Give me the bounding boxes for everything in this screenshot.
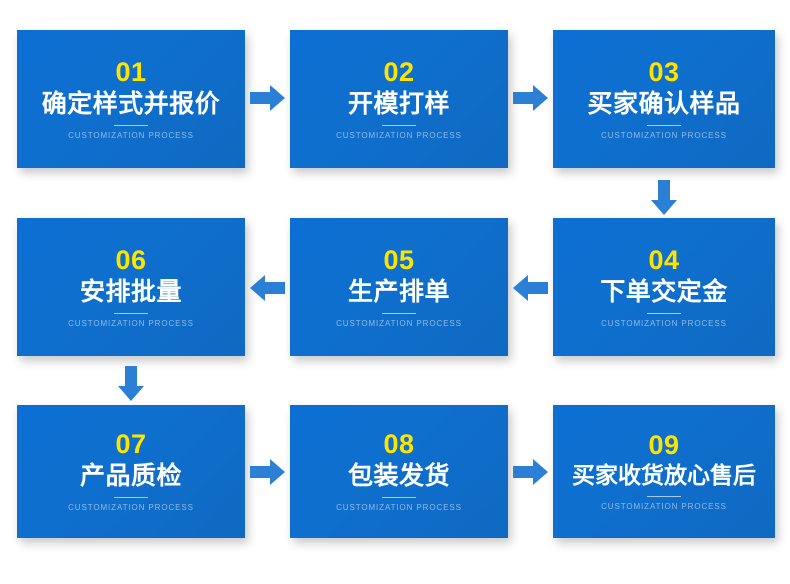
step-title: 下单交定金 — [600, 277, 728, 306]
step-divider — [114, 497, 148, 498]
step-subtitle: CUSTOMIZATION PROCESS — [68, 503, 194, 512]
arrow-04-to-05-icon — [513, 272, 549, 304]
step-title: 确定样式并报价 — [41, 89, 221, 118]
step-box-07[interactable]: 07 产品质检 CUSTOMIZATION PROCESS — [17, 405, 245, 538]
step-title: 生产排单 — [347, 277, 450, 306]
step-subtitle: CUSTOMIZATION PROCESS — [68, 130, 194, 140]
step-number: 02 — [383, 56, 415, 87]
step-title: 开模打样 — [347, 89, 450, 118]
step-number: 01 — [115, 56, 147, 87]
step-box-02[interactable]: 02 开模打样 CUSTOMIZATION PROCESS — [290, 30, 508, 168]
arrow-01-to-02-icon — [250, 82, 286, 114]
step-number: 09 — [648, 430, 680, 461]
step-box-04[interactable]: 04 下单交定金 CUSTOMIZATION PROCESS — [553, 218, 775, 356]
step-box-05[interactable]: 05 生产排单 CUSTOMIZATION PROCESS — [290, 218, 508, 356]
step-number: 08 — [383, 429, 415, 459]
step-title: 买家收货放心售后 — [572, 462, 756, 489]
step-title: 包装发货 — [347, 462, 450, 490]
step-title: 产品质检 — [79, 462, 182, 490]
step-divider — [114, 312, 148, 314]
step-number: 04 — [648, 244, 680, 275]
step-divider — [647, 495, 681, 497]
step-title: 安排批量 — [79, 277, 182, 306]
arrow-03-to-04-icon — [648, 180, 680, 216]
step-box-08[interactable]: 08 包装发货 CUSTOMIZATION PROCESS — [290, 405, 508, 538]
step-divider — [382, 124, 416, 126]
step-box-03[interactable]: 03 买家确认样品 CUSTOMIZATION PROCESS — [553, 30, 775, 168]
arrow-07-to-08-icon — [250, 456, 286, 488]
step-title: 买家确认样品 — [587, 89, 741, 118]
step-subtitle: CUSTOMIZATION PROCESS — [336, 503, 462, 512]
step-subtitle: CUSTOMIZATION PROCESS — [601, 318, 727, 328]
step-divider — [382, 312, 416, 314]
step-divider — [114, 124, 148, 126]
step-number: 06 — [115, 244, 147, 275]
step-box-01[interactable]: 01 确定样式并报价 CUSTOMIZATION PROCESS — [17, 30, 245, 168]
step-divider — [647, 124, 681, 126]
step-box-06[interactable]: 06 安排批量 CUSTOMIZATION PROCESS — [17, 218, 245, 356]
step-number: 07 — [115, 429, 147, 459]
step-subtitle: CUSTOMIZATION PROCESS — [336, 318, 462, 328]
step-subtitle: CUSTOMIZATION PROCESS — [336, 130, 462, 140]
step-subtitle: CUSTOMIZATION PROCESS — [601, 501, 727, 511]
step-subtitle: CUSTOMIZATION PROCESS — [68, 318, 194, 328]
step-divider — [647, 312, 681, 314]
arrow-08-to-09-icon — [513, 456, 549, 488]
arrow-06-to-07-icon — [115, 366, 147, 402]
step-number: 05 — [383, 244, 415, 275]
step-number: 03 — [648, 56, 680, 87]
step-box-09[interactable]: 09 买家收货放心售后 CUSTOMIZATION PROCESS — [553, 405, 775, 538]
arrow-05-to-06-icon — [250, 272, 286, 304]
arrow-02-to-03-icon — [513, 82, 549, 114]
step-divider — [382, 497, 416, 498]
step-subtitle: CUSTOMIZATION PROCESS — [601, 130, 727, 140]
